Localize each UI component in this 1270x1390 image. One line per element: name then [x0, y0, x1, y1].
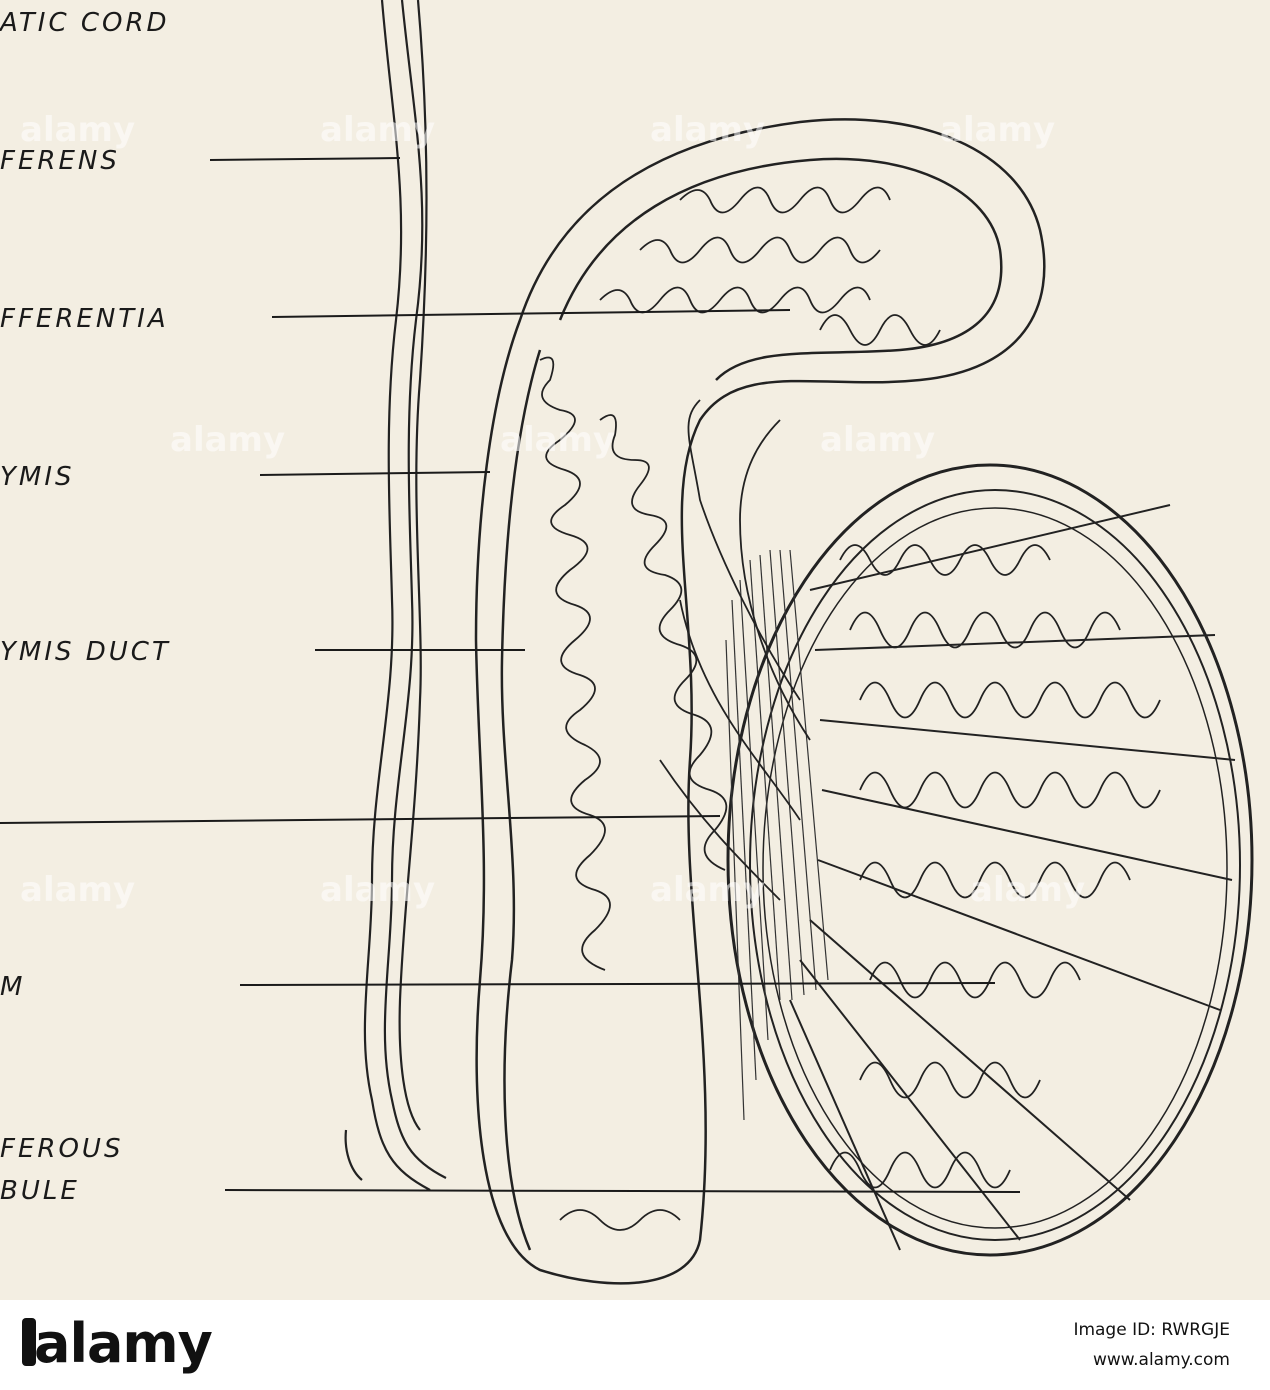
label-seminiferous-1: FEROUS	[0, 1134, 124, 1164]
label-epididymis: YMIS	[0, 462, 75, 492]
watermark: alamy	[650, 870, 766, 910]
label-seminiferous-2: BULE	[0, 1176, 80, 1206]
anatomy-figure: ATIC CORD FERENS FFERENTIA YMIS YMIS DUC…	[0, 0, 1254, 1285]
testis-septa	[789, 504, 1236, 1251]
watermark: alamy	[970, 870, 1086, 910]
watermark: alamy	[650, 110, 766, 150]
watermark: alamy	[20, 110, 136, 150]
epididymis-coils	[539, 186, 941, 1231]
epididymis-shape	[474, 118, 1046, 1285]
watermark: alamy	[170, 420, 286, 460]
mediastinum-hatch	[725, 549, 829, 1121]
leader-lines	[0, 157, 1021, 1193]
label-spermatic-cord: ATIC CORD	[0, 8, 170, 38]
spermatic-cord-shape	[344, 0, 447, 1191]
seminiferous-coils	[829, 544, 1161, 1189]
testis-drawing	[0, 0, 1254, 1285]
testis-shape	[726, 463, 1254, 1257]
watermark: alamy	[320, 870, 436, 910]
watermark: alamy	[320, 110, 436, 150]
efferent-ducts	[659, 399, 811, 901]
footer-bar: alamy Image ID: RWRGJE www.alamy.com	[0, 1300, 1270, 1390]
watermark: alamy	[500, 420, 616, 460]
logo: alamy	[34, 1312, 213, 1375]
label-septum: M	[0, 972, 26, 1002]
logo-mark-icon	[22, 1318, 36, 1366]
watermark: alamy	[20, 870, 136, 910]
label-vasa-efferentia: FFERENTIA	[0, 304, 169, 334]
label-epididymis-duct: YMIS DUCT	[0, 637, 171, 667]
image-id: Image ID: RWRGJE	[1073, 1320, 1230, 1340]
label-vas-deferens: FERENS	[0, 146, 120, 176]
watermark: alamy	[940, 110, 1056, 150]
site-url[interactable]: www.alamy.com	[1092, 1350, 1230, 1370]
watermark: alamy	[820, 420, 936, 460]
